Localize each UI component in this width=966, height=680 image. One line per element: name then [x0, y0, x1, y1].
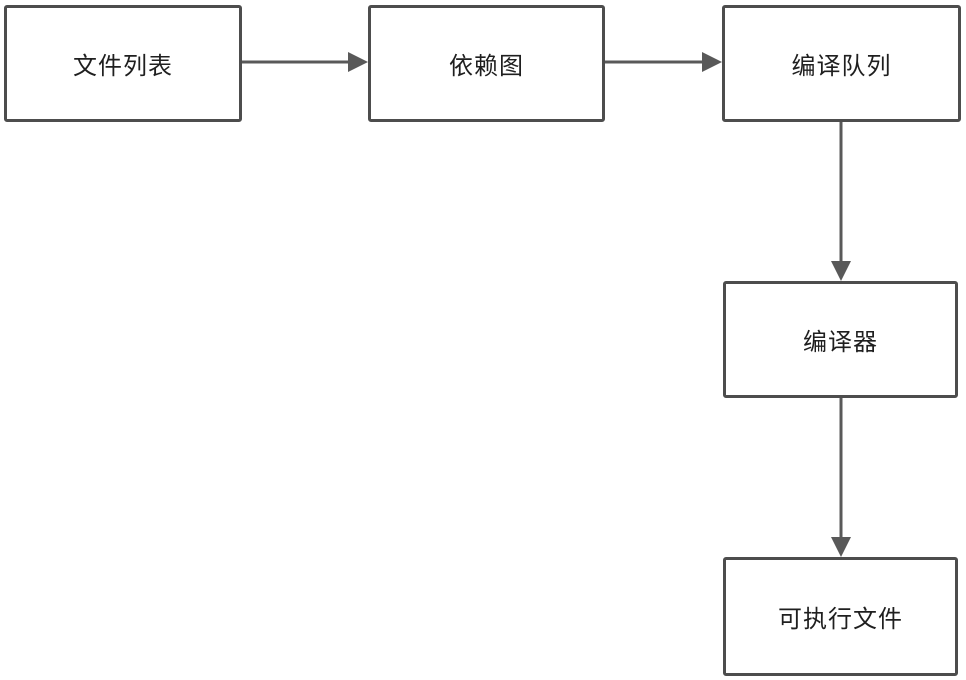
- node-compile-queue: 编译队列: [722, 5, 961, 122]
- node-compile-queue-label: 编译队列: [791, 53, 892, 80]
- node-dependency-graph: 依赖图: [368, 5, 605, 122]
- arrow-compiler-to-executable-file: [831, 398, 851, 557]
- arrow-dependency-graph-to-compile-queue: [605, 52, 722, 72]
- arrow-file-list-to-dependency-graph: [242, 52, 368, 72]
- node-file-list: 文件列表: [4, 5, 242, 122]
- node-compiler-label: 编译器: [803, 329, 878, 356]
- node-compiler: 编译器: [723, 281, 958, 398]
- arrow-compile-queue-to-compiler: [831, 122, 851, 281]
- node-file-list-label: 文件列表: [73, 53, 173, 80]
- node-executable-file-label: 可执行文件: [778, 606, 903, 633]
- node-dependency-graph-label: 依赖图: [449, 53, 524, 80]
- node-executable-file: 可执行文件: [723, 557, 958, 676]
